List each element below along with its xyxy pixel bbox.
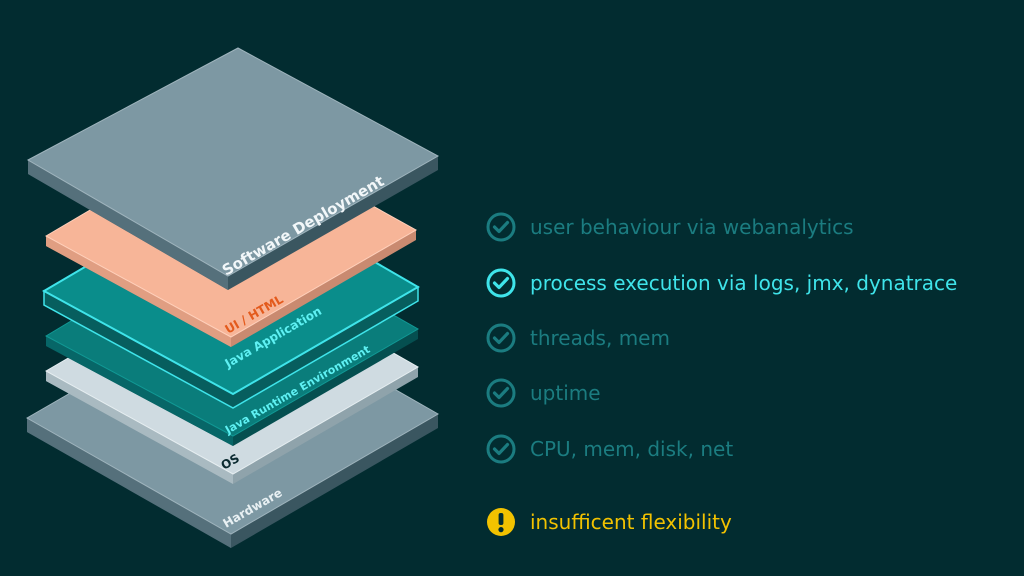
monitoring-item-cpu-mem-disk-net: CPU, mem, disk, net: [486, 432, 733, 466]
check-circle-icon: [486, 212, 516, 242]
warning-text: insufficent flexibility: [530, 510, 732, 534]
check-circle-icon: [486, 434, 516, 464]
exclamation-circle-icon: [487, 508, 515, 536]
warning-insufficient-flexibility: insufficent flexibility: [486, 505, 732, 539]
monitoring-item-text: threads, mem: [530, 326, 670, 350]
monitoring-item-uptime: uptime: [486, 376, 601, 410]
monitoring-item-text: uptime: [530, 381, 601, 405]
check-circle-icon: [486, 323, 516, 353]
monitoring-item-text: process execution via logs, jmx, dynatra…: [530, 271, 958, 295]
monitoring-item-threads-mem: threads, mem: [486, 321, 670, 355]
monitoring-item-text: user behaviour via webanalytics: [530, 215, 854, 239]
monitoring-item-user-behaviour: user behaviour via webanalytics: [486, 210, 854, 244]
check-circle-icon: [486, 378, 516, 408]
monitoring-item-process-execution: process execution via logs, jmx, dynatra…: [486, 266, 957, 300]
monitoring-item-text: CPU, mem, disk, net: [530, 437, 734, 461]
check-circle-icon: [486, 268, 516, 298]
